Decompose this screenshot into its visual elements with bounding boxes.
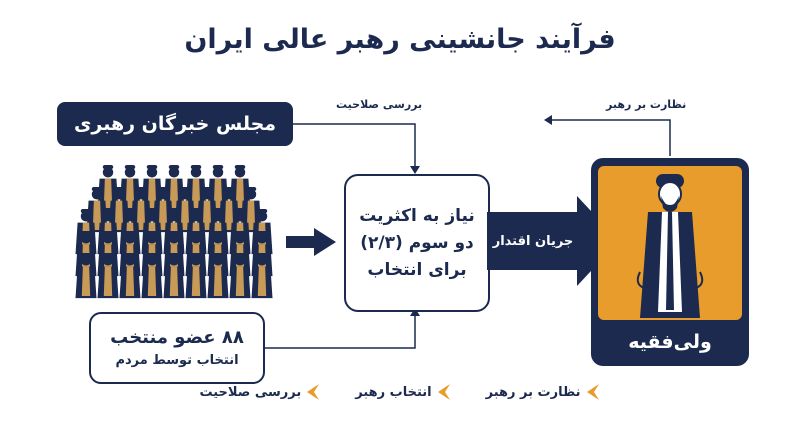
legend-label: انتخاب رهبر: [355, 384, 432, 400]
supreme-leader-label: ولی‌فقیه: [628, 331, 712, 353]
chevron-left-icon: [586, 384, 599, 400]
legend: نظارت بر رهبر انتخاب رهبر بررسی صلاحیت: [0, 384, 800, 400]
majority-line-3: برای انتخاب: [367, 259, 467, 280]
majority-line-2: دو سوم (۲/۳): [360, 232, 474, 253]
diagram-title: فرآیند جانشینی رهبر عالی ایران: [184, 24, 616, 55]
legend-item-leader-selection: انتخاب رهبر: [355, 384, 451, 400]
crowd-to-vote-arrow: [286, 228, 336, 256]
supreme-leader-figure-icon: [636, 174, 704, 318]
member-election-arrowhead: [410, 308, 420, 316]
elected-members-box: ۸۸ عضو منتخب انتخاب توسط مردم: [89, 312, 265, 384]
leader-supervision-label: نظارت بر رهبر: [606, 98, 687, 111]
qualification-review-line: [293, 123, 416, 168]
leader-supervision-arrowhead: [544, 115, 552, 125]
members-count: ۸۸ عضو منتخب: [110, 327, 244, 348]
qualification-review-arrowhead: [410, 166, 420, 174]
leader-supervision-line: [552, 119, 671, 156]
chevron-left-icon: [307, 384, 320, 400]
two-thirds-majority-box: نیاز به اکثریت دو سوم (۲/۳) برای انتخاب: [344, 174, 490, 312]
legend-item-qualification-review: بررسی صلاحیت: [199, 384, 321, 400]
legend-label: بررسی صلاحیت: [199, 384, 302, 400]
majority-line-1: نیاز به اکثریت: [359, 205, 475, 226]
member-election-line: [261, 314, 416, 349]
assembly-of-experts-label: مجلس خبرگان رهبری: [57, 102, 293, 146]
members-election-note: انتخاب توسط مردم: [115, 353, 239, 368]
chevron-left-icon: [437, 384, 450, 400]
legend-label: نظارت بر رهبر: [485, 384, 581, 400]
qualification-review-label: بررسی صلاحیت: [336, 98, 423, 111]
legend-item-leader-supervision: نظارت بر رهبر: [486, 384, 601, 400]
power-flow-label: جریان اقتدار: [487, 212, 579, 270]
